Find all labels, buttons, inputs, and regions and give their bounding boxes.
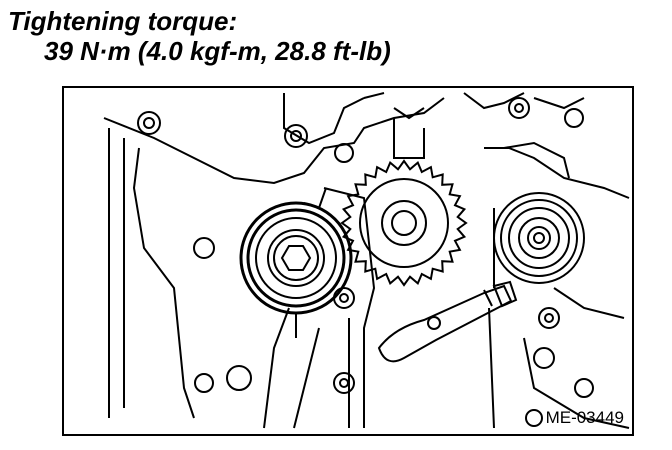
engine-housing-right — [484, 147, 630, 429]
torque-heading: Tightening torque: 39 N·m (4.0 kgf-m, 28… — [8, 6, 391, 66]
torque-value: 39 N·m (4.0 kgf-m, 28.8 ft-lb) — [44, 36, 391, 66]
tensioner-pulley — [239, 201, 353, 315]
engine-housing-center — [263, 187, 376, 429]
idler-pulley — [493, 192, 585, 284]
torque-title: Tightening torque: — [8, 6, 238, 36]
bracket-top-center — [303, 118, 425, 210]
engine-housing-top — [283, 92, 585, 145]
sprocket-teeth — [340, 159, 468, 287]
engine-housing-left — [103, 97, 445, 419]
cam-sprocket — [340, 159, 468, 287]
engine-diagram-frame: ME-03449 — [62, 86, 634, 436]
hose-pipe — [377, 284, 513, 363]
engine-diagram — [103, 92, 630, 429]
hose-fitting — [483, 280, 518, 308]
figure-id: ME-03449 — [545, 408, 624, 427]
hex-bolt — [280, 245, 312, 271]
bracket-right-top — [503, 141, 570, 179]
